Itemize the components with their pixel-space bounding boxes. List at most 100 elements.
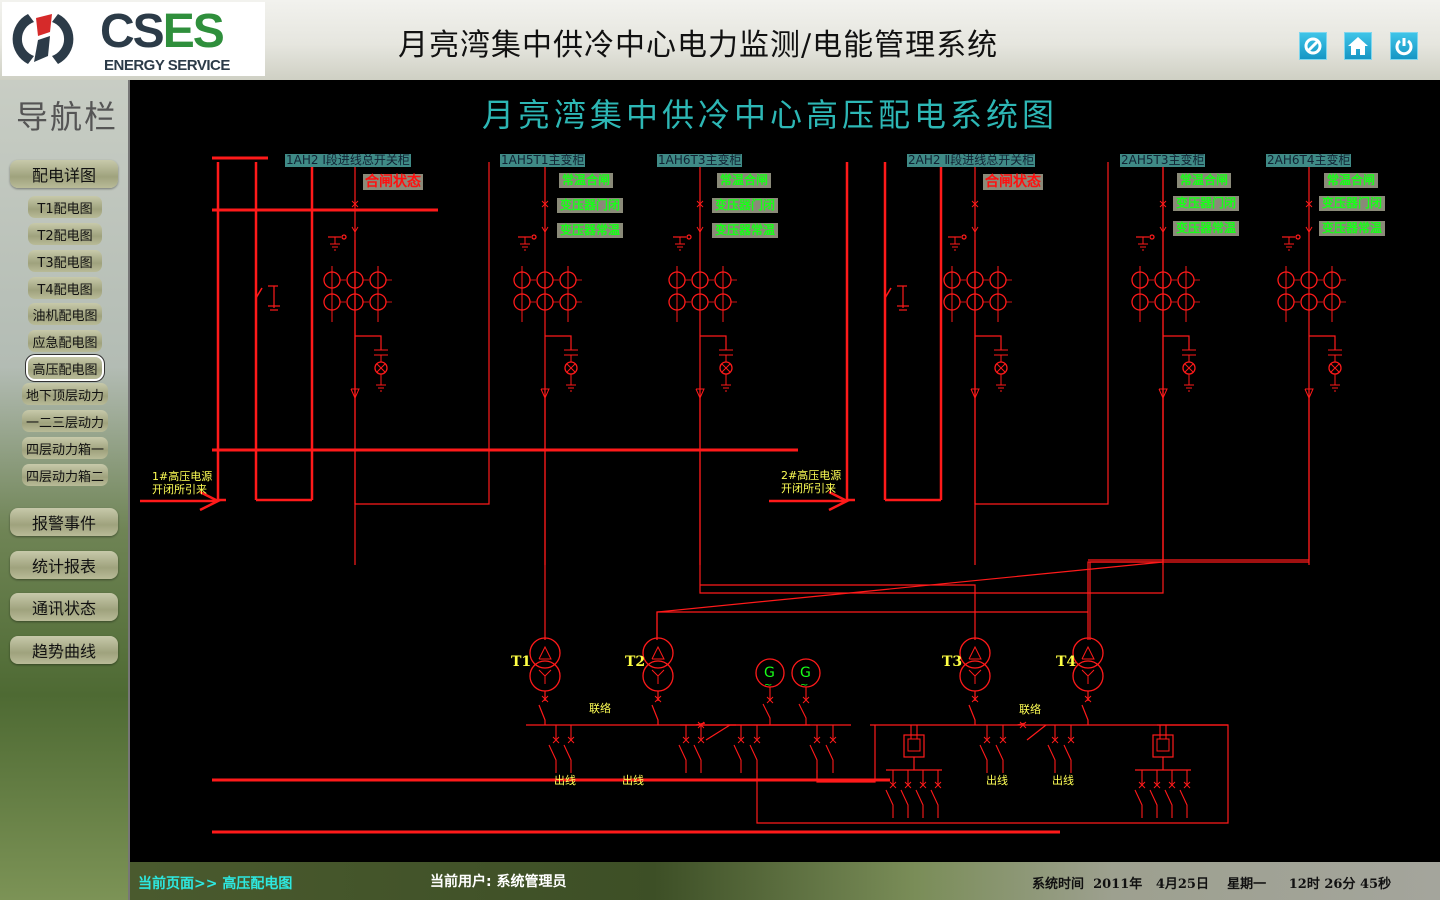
wire	[678, 744, 687, 773]
cancel-button[interactable]	[1299, 32, 1327, 60]
nav-t1-diagram[interactable]: T1配电图	[28, 196, 102, 218]
wire	[971, 695, 979, 703]
t2-link	[656, 561, 1164, 640]
earth-switch-icon	[351, 226, 359, 233]
home-button[interactable]	[1344, 32, 1372, 60]
wire	[552, 736, 560, 744]
cable-head-icon	[540, 388, 550, 400]
cabinet-label-2ah6[interactable]: 2AH6T4主变柜	[1266, 153, 1352, 167]
wire	[915, 789, 924, 818]
arrester-branch	[545, 335, 572, 350]
source-arrow-icon	[828, 490, 850, 512]
cable-head-icon	[695, 388, 705, 400]
cabinet-label-2ah2[interactable]: 2AH2 Ⅱ段进线总开关柜	[907, 153, 1036, 167]
transformer-t2-label: T2	[625, 654, 646, 670]
cabinet-label-1ah6[interactable]: 1AH6T3主变柜	[657, 153, 743, 167]
power-button[interactable]	[1390, 32, 1418, 60]
wire	[1164, 789, 1173, 818]
nav-floor4-box1[interactable]: 四层动力箱一	[22, 437, 108, 459]
earth-switch-icon	[1295, 234, 1301, 240]
wire	[1084, 695, 1092, 703]
wire	[1305, 200, 1313, 208]
wire	[538, 669, 546, 677]
return-loop-2	[974, 162, 1109, 505]
status-1ah6-2: 变压器常温	[712, 223, 779, 238]
cable-head-icon	[1158, 388, 1168, 400]
nav-t2-diagram[interactable]: T2配电图	[28, 223, 102, 245]
transformer-t4-label: T4	[1056, 654, 1077, 670]
nav-comm-status[interactable]: 通讯状态	[10, 593, 118, 621]
status-1ah5-0: 常温合闸	[559, 173, 614, 188]
generator-2-symbol: G	[800, 665, 811, 681]
wire	[682, 736, 690, 744]
home-icon	[1348, 37, 1368, 55]
status-1ah5-2: 变压器常温	[557, 223, 624, 238]
disconnect-switch-icon	[884, 287, 892, 299]
status-bar: 当前页面>> 高压配电图 当前用户: 系统管理员 系统时间 2011年 4月25…	[130, 860, 1440, 900]
transformer-t2-delta	[651, 645, 665, 660]
wire	[544, 669, 552, 677]
generator-2-tilde: ~	[800, 680, 808, 691]
prohibit-icon	[1304, 37, 1322, 55]
t4-link	[1087, 561, 1309, 640]
transformer-t2-breaker	[651, 704, 659, 725]
wire	[1159, 200, 1167, 208]
cabinet-label-1ah5[interactable]: 1AH5T1主变柜	[500, 153, 586, 167]
wire	[1179, 789, 1188, 818]
status-2ah6-0: 常温合闸	[1324, 173, 1379, 188]
wire	[651, 669, 659, 677]
status-1ah6-0: 常温合闸	[717, 173, 772, 188]
cabinet-label-1ah2[interactable]: 1AH2 Ⅰ段进线总开关柜	[285, 153, 411, 167]
logo-text: CSES	[100, 5, 225, 58]
wire	[696, 200, 704, 208]
cabinet-label-2ah5[interactable]: 2AH5T3主变柜	[1120, 153, 1206, 167]
wire	[753, 736, 761, 744]
wire	[1088, 398, 1310, 561]
earth-switch-icon	[686, 234, 692, 240]
nav-statistics-report[interactable]: 统计报表	[10, 551, 118, 579]
wire	[1047, 744, 1056, 773]
wire	[971, 200, 979, 208]
wire	[376, 363, 386, 373]
status-2ah5-1: 变压器门闭	[1173, 196, 1240, 211]
nav-distribution-detail[interactable]: 配电详图	[10, 160, 118, 188]
wire	[563, 744, 572, 773]
wire	[1063, 744, 1072, 773]
transformer-t3-label: T3	[942, 654, 963, 670]
nav-t3-diagram[interactable]: T3配电图	[28, 250, 102, 272]
transformer-t3-icon	[959, 637, 991, 669]
nav-generator-diagram[interactable]: 油机配电图	[28, 303, 102, 325]
nav-emergency-diagram[interactable]: 应急配电图	[28, 330, 102, 352]
nav-basement-power[interactable]: 地下顶层动力	[22, 383, 108, 405]
nav-floor4-box2[interactable]: 四层动力箱二	[22, 464, 108, 486]
outgoing-label-2: 出线	[622, 774, 644, 787]
transformer-t1-breaker	[538, 704, 546, 725]
nav-t4-diagram[interactable]: T4配电图	[28, 277, 102, 299]
wire	[541, 695, 549, 703]
diagram-panel: 月亮湾集中供冷中心高压配电系统图 G~G~ 1AH2 Ⅰ段进线总开关柜 1AH5…	[130, 80, 1440, 860]
diagram-title: 月亮湾集中供冷中心高压配电系统图	[482, 96, 1059, 134]
wire	[996, 363, 1006, 373]
wire	[885, 789, 894, 818]
wire	[721, 363, 731, 373]
current-user: 当前用户: 系统管理员	[430, 874, 567, 890]
nav-trend-curve[interactable]: 趋势曲线	[10, 636, 118, 664]
header-bar: CSES ENERGY SERVICE 月亮湾集中供冷中心电力监测/电能管理系统	[0, 0, 1440, 82]
ats-2-icon	[1152, 734, 1174, 758]
wire	[541, 200, 549, 208]
wire	[798, 703, 807, 725]
wire	[697, 736, 705, 744]
wire	[974, 669, 982, 677]
earth-switch-icon	[1149, 234, 1155, 240]
arrester-branch	[355, 335, 382, 350]
nav-floor123-power[interactable]: 一二三层动力	[22, 410, 108, 432]
wire	[657, 669, 665, 677]
logo: CSES ENERGY SERVICE	[2, 2, 265, 76]
nav-alarm-events[interactable]: 报警事件	[10, 508, 118, 536]
nav-hv-diagram[interactable]: 高压配电图	[26, 355, 104, 381]
wire	[825, 744, 834, 773]
wire	[737, 736, 745, 744]
wire	[700, 584, 976, 640]
wire	[1051, 736, 1059, 744]
arrester-branch	[1309, 335, 1336, 350]
